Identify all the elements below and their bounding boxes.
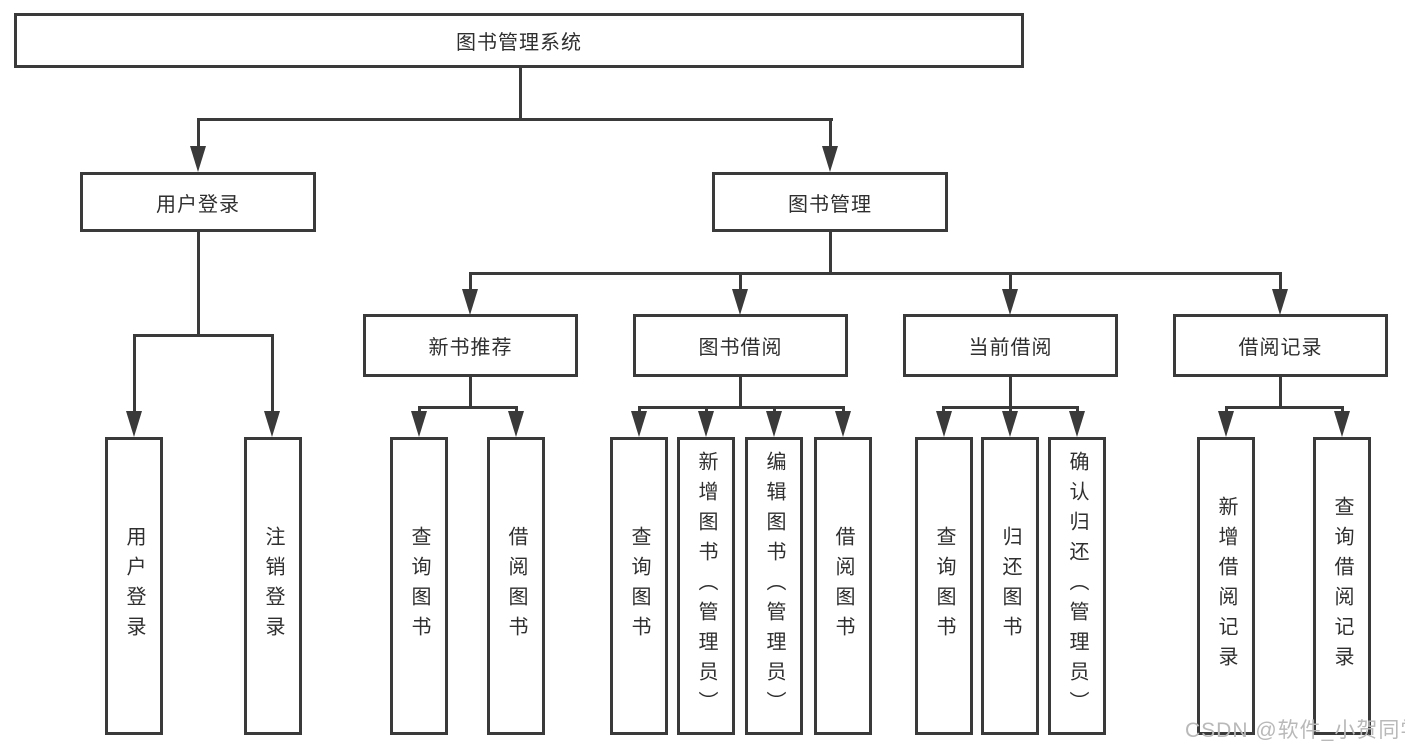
connector-line [942, 406, 945, 414]
node-library-system-label: 图书管理系统 [456, 32, 582, 54]
connector-line [1009, 406, 1012, 414]
arrow-down-icon [822, 146, 838, 172]
connector-line [418, 406, 518, 409]
node-leaf-query-books-2: 查询图书 [610, 437, 668, 735]
connector-line [1009, 272, 1012, 292]
node-leaf-add-borrow-record-label: 新增借阅记录 [1215, 496, 1237, 676]
arrow-down-icon [190, 146, 206, 172]
connector-line [469, 376, 472, 409]
csdn-watermark: CSDN @软件_小贺同学 [1185, 719, 1405, 742]
connector-line [829, 231, 832, 275]
node-leaf-edit-book-admin-label: 编辑图书（管理员） [763, 451, 785, 721]
arrow-down-icon [264, 411, 280, 437]
arrow-down-icon [462, 289, 478, 315]
node-leaf-edit-book-admin: 编辑图书（管理员） [745, 437, 803, 735]
arrow-down-icon [732, 289, 748, 315]
node-leaf-return-books-label: 归还图书 [999, 526, 1021, 646]
connector-line [133, 334, 274, 337]
node-new-book-recommend-label: 新书推荐 [428, 337, 513, 359]
node-leaf-query-books-1-label: 查询图书 [408, 526, 430, 646]
connector-line [773, 406, 776, 414]
connector-line [418, 406, 421, 414]
connector-line [1279, 376, 1282, 409]
node-user-login-label: 用户登录 [156, 193, 240, 216]
node-current-borrowing: 当前借阅 [903, 314, 1118, 377]
connector-line [271, 334, 274, 414]
node-leaf-query-books-2-label: 查询图书 [628, 526, 650, 646]
connector-line [638, 406, 641, 414]
arrow-down-icon [1218, 411, 1234, 437]
node-leaf-add-borrow-record: 新增借阅记录 [1197, 437, 1255, 735]
node-library-system: 图书管理系统 [14, 13, 1024, 68]
connector-line [133, 334, 136, 414]
node-leaf-user-login: 用户登录 [105, 437, 163, 735]
node-leaf-logout: 注销登录 [244, 437, 302, 735]
node-leaf-query-books-1: 查询图书 [390, 437, 448, 735]
connector-line [519, 66, 522, 120]
arrow-down-icon [1002, 289, 1018, 315]
connector-line [469, 272, 472, 292]
node-leaf-borrow-books-1: 借阅图书 [487, 437, 545, 735]
arrow-down-icon [1002, 411, 1018, 437]
connector-line [638, 406, 845, 409]
node-leaf-query-borrow-record: 查询借阅记录 [1313, 437, 1371, 735]
connector-line [739, 376, 742, 409]
connector-line [197, 118, 833, 121]
node-leaf-user-login-label: 用户登录 [123, 526, 145, 646]
node-leaf-logout-label: 注销登录 [262, 526, 284, 646]
connector-line [1076, 406, 1079, 414]
arrow-down-icon [936, 411, 952, 437]
arrow-down-icon [1272, 289, 1288, 315]
arrow-down-icon [508, 411, 524, 437]
node-leaf-query-borrow-record-label: 查询借阅记录 [1331, 496, 1353, 676]
connector-line [197, 231, 200, 337]
connector-line [469, 272, 1282, 275]
connector-line [705, 406, 708, 414]
node-borrowing-records: 借阅记录 [1173, 314, 1388, 377]
connector-line [1225, 406, 1228, 414]
node-book-borrowing-label: 图书借阅 [698, 337, 783, 359]
node-leaf-confirm-return-admin: 确认归还（管理员） [1048, 437, 1106, 735]
node-leaf-query-books-3-label: 查询图书 [933, 526, 955, 646]
node-leaf-confirm-return-admin-label: 确认归还（管理员） [1066, 451, 1088, 721]
connector-line [197, 118, 200, 150]
node-leaf-return-books: 归还图书 [981, 437, 1039, 735]
connector-line [1341, 406, 1344, 414]
arrow-down-icon [1069, 411, 1085, 437]
node-leaf-borrow-books-1-label: 借阅图书 [505, 526, 527, 646]
node-borrowing-records-label: 借阅记录 [1238, 337, 1323, 359]
arrow-down-icon [411, 411, 427, 437]
node-user-login: 用户登录 [80, 172, 316, 232]
connector-line [842, 406, 845, 414]
arrow-down-icon [766, 411, 782, 437]
arrow-down-icon [126, 411, 142, 437]
node-book-borrowing: 图书借阅 [633, 314, 848, 377]
node-leaf-add-book-admin-label: 新增图书（管理员） [695, 451, 717, 721]
connector-line [739, 272, 742, 292]
node-leaf-borrow-books-2-label: 借阅图书 [832, 526, 854, 646]
node-leaf-add-book-admin: 新增图书（管理员） [677, 437, 735, 735]
connector-line [829, 118, 832, 150]
node-current-borrowing-label: 当前借阅 [968, 337, 1053, 359]
arrow-down-icon [631, 411, 647, 437]
arrow-down-icon [1334, 411, 1350, 437]
node-book-management-label: 图书管理 [788, 193, 872, 216]
connector-line [1009, 376, 1012, 409]
connector-line [515, 406, 518, 414]
connector-line [1279, 272, 1282, 292]
arrow-down-icon [835, 411, 851, 437]
node-leaf-query-books-3: 查询图书 [915, 437, 973, 735]
node-leaf-borrow-books-2: 借阅图书 [814, 437, 872, 735]
arrow-down-icon [698, 411, 714, 437]
connector-line [1225, 406, 1344, 409]
node-new-book-recommend: 新书推荐 [363, 314, 578, 377]
node-book-management: 图书管理 [712, 172, 948, 232]
